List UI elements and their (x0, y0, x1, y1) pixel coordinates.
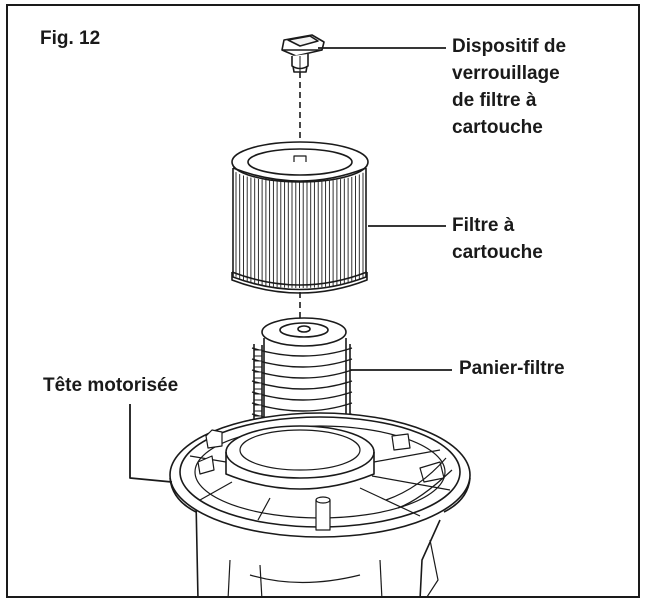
callout-motor-head-line-1: Tête motorisée (43, 375, 179, 396)
basket-rib (251, 347, 353, 357)
basket-rib-slot (253, 404, 263, 412)
callout-cartridge-filter-line-1: Filtre à (452, 215, 515, 236)
callout-filter-lock-line-4: cartouche (452, 117, 543, 138)
leader-line-motor-head (129, 404, 173, 483)
basket-rib-slot (253, 360, 263, 368)
basket-rib-slot (253, 349, 263, 357)
basket-rib-slot (253, 382, 263, 390)
basket-rib (251, 391, 353, 401)
basket-rib (251, 402, 353, 412)
leader-lines (129, 47, 452, 483)
basket-rib (251, 358, 353, 368)
callout-motor-head: Tête motorisée (43, 372, 178, 399)
callout-filter-basket-line-1: Panier-filtre (459, 358, 565, 379)
motor-head-part (169, 412, 471, 596)
callout-filter-lock: Dispositif de verrouillage de filtre à c… (452, 33, 566, 141)
callout-cartridge-filter-line-2: cartouche (452, 242, 543, 263)
basket-rib-slot (253, 371, 263, 379)
callout-cartridge-filter: Filtre à cartouche (452, 212, 543, 266)
callout-filter-lock-line-2: verrouillage (452, 63, 560, 84)
basket-rib (251, 369, 353, 379)
callout-filter-lock-line-3: de filtre à (452, 90, 537, 111)
callout-filter-lock-line-1: Dispositif de (452, 36, 567, 57)
basket-rib (251, 380, 353, 390)
filter-pleats (235, 172, 364, 288)
cartridge-filter-part (231, 141, 369, 294)
figure-label: Fig. 12 (40, 28, 101, 49)
filter-lock-part (281, 34, 325, 73)
callout-filter-basket: Panier-filtre (459, 355, 565, 382)
basket-rib-slot (253, 393, 263, 401)
figure-frame (6, 4, 640, 598)
